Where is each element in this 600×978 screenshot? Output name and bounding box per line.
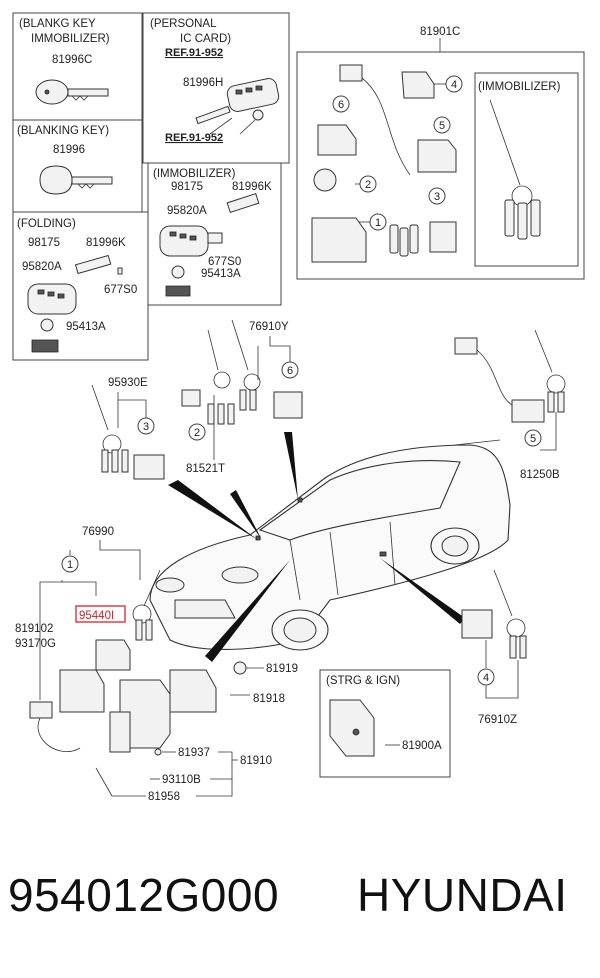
box-blankg-key-immobilizer: (BLANKG KEY IMMOBILIZER) 81996C — [12, 12, 143, 121]
group-81250b: 5 81250B — [454, 329, 566, 481]
box-blanking-key: (BLANKING KEY) 81996 — [12, 119, 143, 213]
callout-1-low: 1 — [67, 559, 73, 571]
part-label-81900a: 81900A — [402, 740, 442, 752]
blank-key-icon — [39, 165, 113, 195]
smart-card-icon — [195, 78, 280, 125]
immobilizer-small-title: (IMMOBILIZER) — [153, 168, 236, 180]
part-label-81910: 81910 — [240, 755, 272, 767]
part-label-81996: 81996 — [53, 144, 85, 156]
box-personal-ic-card: (PERSONAL IC CARD) REF.91-952 81996H REF… — [142, 12, 290, 164]
group-76990: 76990 1 95440I 819102 93170G — [15, 526, 161, 752]
part-label-98175-b: 98175 — [171, 181, 203, 193]
part-label-95440i: 95440I — [79, 610, 114, 622]
folding-title: (FOLDING) — [17, 218, 76, 230]
blanking-key-title: (BLANKING KEY) — [17, 125, 109, 137]
callout-1-top: 1 — [369, 213, 387, 231]
part-label-677s0-a: 677S0 — [104, 284, 137, 296]
callout-2-top: 2 — [359, 175, 377, 193]
part-label-76910y: 76910Y — [249, 321, 289, 333]
group-81521t: 2 81521T — [181, 389, 235, 475]
ref-label-2: REF.91-952 — [165, 132, 223, 144]
callout-4-low: 4 — [483, 672, 489, 684]
box-folding: (FOLDING) 98175 81996K 95820A 677S0 9541… — [12, 211, 149, 361]
callout-5-top: 5 — [433, 116, 451, 134]
part-label-677s0-b: 677S0 — [208, 256, 241, 268]
pointer-wedges — [168, 432, 465, 662]
callout-4-top: 4 — [445, 75, 463, 93]
personal-ic-title-1: (PERSONAL — [150, 18, 217, 30]
brand-name: HYUNDAI — [357, 869, 568, 921]
part-label-95413a-a: 95413A — [66, 321, 106, 333]
part-label-81996k-b: 81996K — [232, 181, 272, 193]
car-illustration — [149, 444, 511, 651]
svg-text:4: 4 — [451, 79, 457, 91]
part-label-81918: 81918 — [253, 693, 285, 705]
part-label-95820a-b: 95820A — [167, 205, 207, 217]
part-label-93170g: 93170G — [15, 638, 56, 650]
footer: 954012G000 HYUNDAI — [0, 868, 600, 948]
part-label-81996c: 81996C — [52, 54, 92, 66]
highlight-box — [75, 605, 126, 623]
svg-text:2: 2 — [365, 179, 371, 191]
part-label-81937: 81937 — [178, 747, 210, 759]
callout-2-mid: 2 — [194, 427, 200, 439]
part-label-93110b: 93110B — [162, 774, 201, 786]
box-81901c-group: 81901C (IMMOBILIZER) 4 6 5 2 3 1 — [296, 26, 585, 280]
part-label-81958: 81958 — [148, 791, 180, 803]
key-fob-icon — [35, 79, 109, 105]
box-immobilizer-small: (IMMOBILIZER) 98175 81996K 95820A 677S0 … — [147, 162, 282, 306]
part-label-98175-a: 98175 — [28, 237, 60, 249]
group-76910z: 4 76910Z — [461, 569, 527, 726]
blankg-key-title-2: IMMOBILIZER) — [31, 33, 110, 45]
part-label-81521t: 81521T — [186, 463, 225, 475]
part-label-76990: 76990 — [82, 526, 114, 538]
immobilizer-sub-title: (IMMOBILIZER) — [478, 81, 561, 93]
svg-text:6: 6 — [338, 99, 344, 111]
part-label-81250b: 81250B — [520, 469, 560, 481]
svg-text:5: 5 — [439, 120, 445, 132]
svg-text:1: 1 — [375, 217, 381, 229]
svg-text:3: 3 — [434, 191, 440, 203]
part-label-95930e: 95930E — [108, 377, 148, 389]
part-label-95413a-b: 95413A — [201, 268, 241, 280]
callout-3-mid: 3 — [143, 421, 149, 433]
callout-5-mid: 5 — [530, 433, 536, 445]
strg-ign-title: (STRG & IGN) — [326, 675, 400, 687]
group-76910y: 76910Y 6 — [207, 319, 303, 419]
group-ignition-switch: 81919 81918 81937 81910 93110B 81958 — [95, 661, 298, 803]
group-95930e: 95930E 3 — [91, 377, 165, 480]
personal-ic-title-2: IC CARD) — [180, 33, 231, 45]
part-label-81996h: 81996H — [183, 77, 223, 89]
parts-diagram: (BLANKG KEY IMMOBILIZER) 81996C (PERSONA… — [12, 12, 585, 803]
part-number: 954012G000 — [8, 869, 280, 921]
part-label-95820a-a: 95820A — [22, 261, 62, 273]
callout-6-mid: 6 — [287, 365, 293, 377]
ref-label-1: REF.91-952 — [165, 47, 223, 59]
part-label-76910z: 76910Z — [478, 714, 517, 726]
callout-3-top: 3 — [428, 187, 446, 205]
part-label-81996k-a: 81996K — [86, 237, 126, 249]
folding-key-fob-icon — [159, 225, 223, 257]
folding-key-fob-icon-2 — [27, 283, 77, 315]
part-label-81919: 81919 — [266, 663, 298, 675]
part-label-819102: 819102 — [15, 623, 53, 635]
box-strg-ign: (STRG & IGN) 81900A — [319, 669, 451, 778]
part-label-81901c: 81901C — [420, 26, 460, 38]
callout-6-top: 6 — [332, 95, 350, 113]
blankg-key-title-1: (BLANKG KEY — [19, 18, 96, 30]
